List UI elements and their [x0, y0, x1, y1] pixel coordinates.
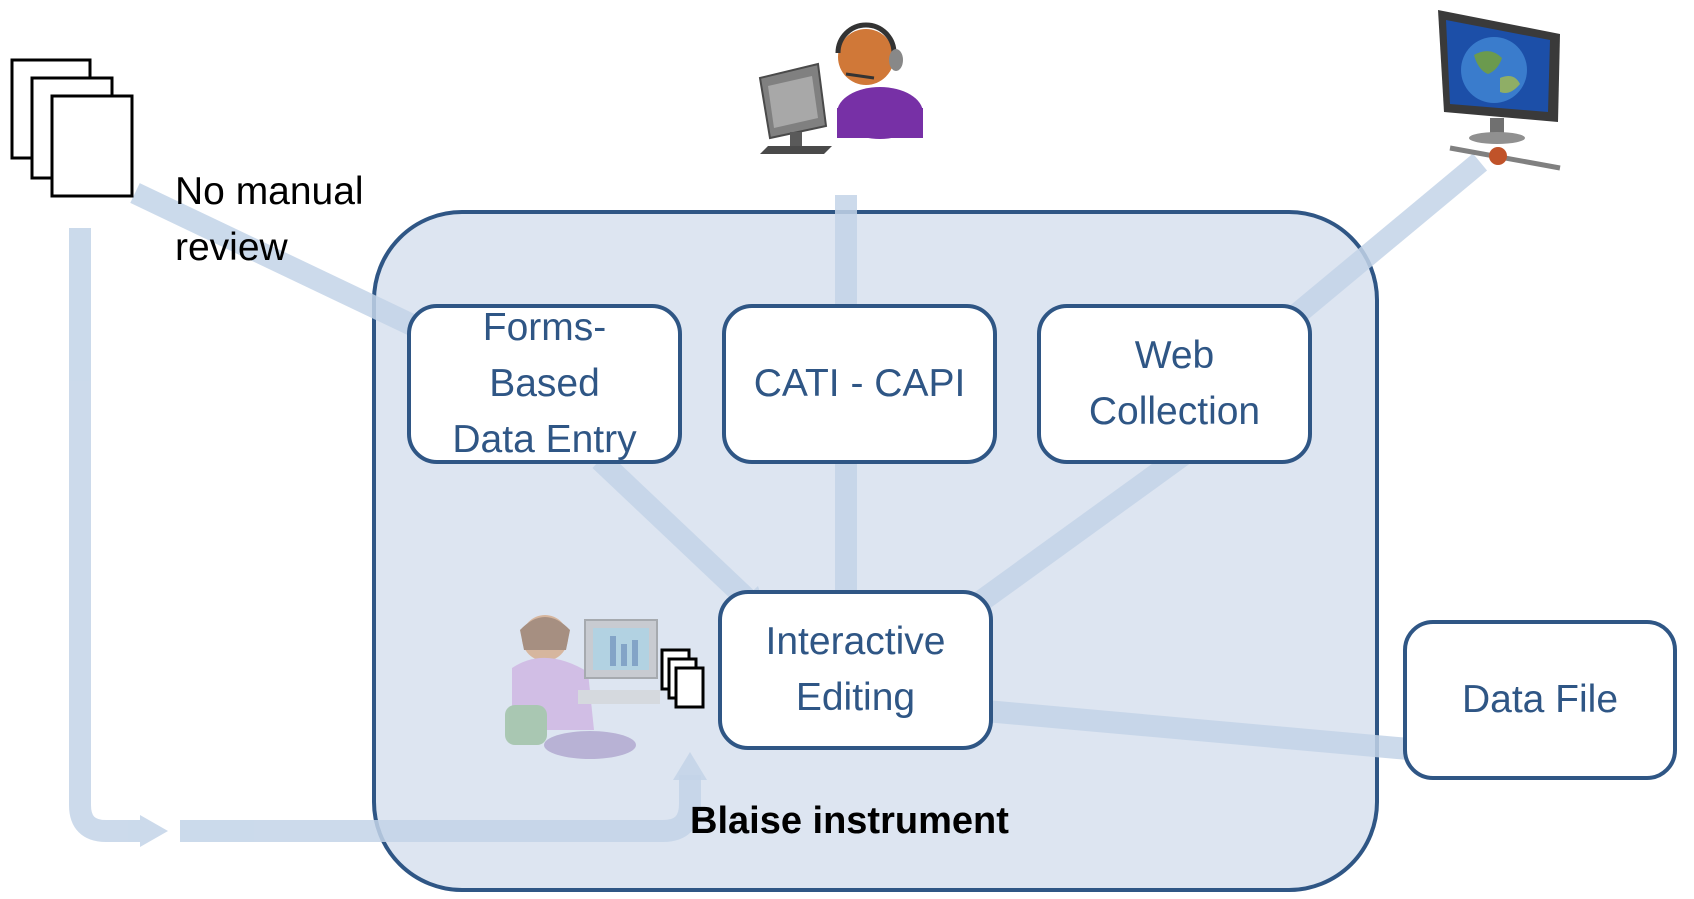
stacked-documents-icon: [10, 58, 134, 198]
data-file-box: Data File: [1403, 620, 1677, 780]
no-manual-review-label: No manual review: [175, 170, 364, 269]
web-collection-box: Web Collection: [1037, 304, 1312, 464]
web-collection-label: Web Collection: [1088, 334, 1261, 433]
arrow-bypass-path: [69, 228, 140, 842]
globe-computer-icon: [1438, 10, 1561, 171]
arrow-web-to-editing: [948, 441, 1197, 629]
blaise-instrument-label: Blaise instrument: [690, 800, 1009, 842]
interactive-editing-label: Interactive Editing: [765, 620, 946, 719]
arrow-paper-to-forms: [130, 183, 438, 345]
desk-clerk-icon: [505, 615, 660, 759]
arrow-bypass-to-editing: [180, 775, 701, 842]
cati-capi-box: CATI - CAPI: [722, 304, 997, 464]
forms-based-data-entry-box: Forms- Based Data Entry: [407, 304, 682, 464]
telephone-interviewer-icon: [758, 22, 923, 154]
forms-based-label: Forms- Based Data Entry: [452, 306, 637, 461]
data-file-label: Data File: [1461, 678, 1619, 721]
cati-capi-label: CATI - CAPI: [753, 362, 966, 405]
arrowhead-bypass-right: [140, 815, 168, 847]
arrowhead-bypass-up: [673, 752, 707, 780]
arrow-datafile-to-editing: [974, 699, 1476, 766]
interactive-editing-box: Interactive Editing: [718, 590, 993, 750]
arrow-forms-to-editing: [592, 452, 756, 608]
arrow-web-to-collection: [1282, 153, 1488, 329]
small-documents-icon: [660, 648, 705, 709]
